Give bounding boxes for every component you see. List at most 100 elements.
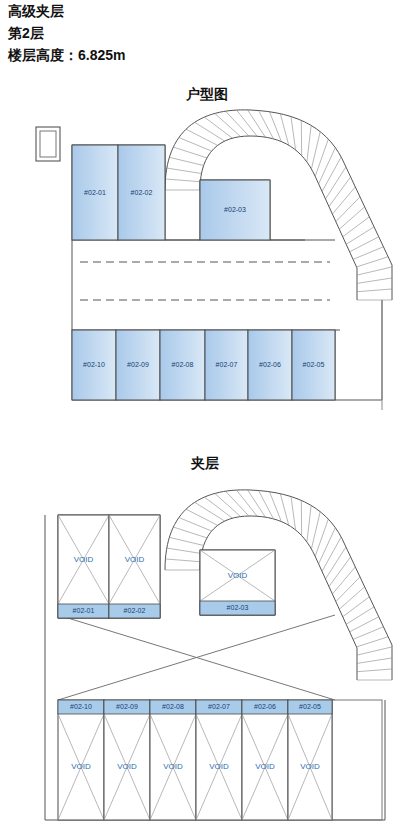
ramp-hatch <box>301 500 302 535</box>
ramp-hatch <box>332 567 355 594</box>
void-unit: VOID#02-05 <box>288 700 332 820</box>
ramp-hatch <box>311 512 320 549</box>
upper-plan <box>36 127 382 410</box>
void-unit: VOID#02-07 <box>196 700 242 820</box>
ramp-hatch <box>215 493 241 516</box>
ramp-hatch <box>326 167 346 199</box>
ramp-hatch <box>357 637 389 647</box>
ramp-hatch <box>204 117 232 138</box>
void-diagonal <box>58 615 335 700</box>
building-outline <box>72 145 382 400</box>
ramp-hatch <box>259 491 274 519</box>
ramp-edge <box>200 136 357 300</box>
unit-number: #02-03 <box>224 203 246 217</box>
info-line: 楼层高度：6.825m <box>8 47 125 65</box>
void-label: VOID <box>125 553 145 567</box>
unit-fill <box>116 330 160 400</box>
info-line: 第2层 <box>8 25 44 43</box>
ramp-hatch <box>350 617 379 632</box>
unit-fill <box>292 330 335 400</box>
unit-fill <box>200 180 270 240</box>
unit-number: #02-02 <box>131 186 153 200</box>
void-cross <box>109 515 160 604</box>
void-unit: VOID#02-06 <box>242 700 288 820</box>
ramp-hatch <box>195 502 225 521</box>
ramp-hatch <box>357 680 392 681</box>
unit-strip <box>109 604 160 618</box>
void-cross <box>196 714 242 820</box>
unit-number: #02-08 <box>162 700 184 714</box>
unit-number: #02-10 <box>83 358 105 372</box>
ramp-hatch <box>270 112 282 142</box>
unit-strip <box>58 604 109 618</box>
ramp-hatch <box>357 658 392 663</box>
unit-fill <box>72 145 118 240</box>
ramp-hatch <box>173 527 207 538</box>
building-outline <box>45 515 385 820</box>
unit-fill <box>205 330 248 400</box>
plan-heading: 户型图 <box>186 86 228 104</box>
unit-strip <box>242 700 288 714</box>
ramp-hatch <box>186 129 218 145</box>
corridor-dash <box>80 300 330 301</box>
void-cross <box>288 714 332 820</box>
void-label: VOID <box>300 760 320 774</box>
void-label: VOID <box>209 760 229 774</box>
void-unit: VOID#02-09 <box>104 700 150 820</box>
void-label: VOID <box>228 569 248 583</box>
ramp-hatch <box>307 505 311 542</box>
unit-fill <box>160 330 205 400</box>
ramp <box>165 110 392 300</box>
small-structure <box>40 131 56 157</box>
ramp-hatch <box>329 177 351 207</box>
void-outline <box>196 700 242 820</box>
void-label: VOID <box>71 760 91 774</box>
ramp-hatch <box>165 190 200 191</box>
ramp-hatch <box>270 492 282 522</box>
unit-box: #02-01 <box>72 145 118 240</box>
ramp-hatch <box>336 197 360 222</box>
void-label: VOID <box>74 553 94 567</box>
unit-strip <box>150 700 196 714</box>
building-outline <box>165 180 305 240</box>
ramp-hatch <box>332 187 355 214</box>
ramp-hatch <box>322 537 341 571</box>
void-outline <box>58 515 109 618</box>
void-cross <box>288 714 332 820</box>
ramp-hatch <box>353 247 383 260</box>
unit-box: #02-08 <box>160 330 205 400</box>
unit-art <box>58 145 335 820</box>
ramp-hatch <box>167 168 202 173</box>
unit-box: #02-07 <box>205 330 248 400</box>
small-structure <box>36 127 60 161</box>
unit-strip <box>58 700 104 714</box>
ramp-hatch <box>259 111 274 139</box>
lower-plan <box>45 515 385 820</box>
ramp-hatch <box>329 557 351 587</box>
ramp-hatch <box>165 559 200 562</box>
void-diagonal <box>58 615 335 700</box>
unit-box: #02-03 <box>200 180 270 240</box>
ramp-hatch <box>315 139 328 176</box>
void-cross <box>196 714 242 820</box>
void-outline <box>288 700 332 820</box>
ramp-hatch <box>291 497 296 530</box>
ramp-hatch <box>291 117 296 150</box>
ramp-hatch <box>357 278 392 283</box>
ramp <box>165 490 392 680</box>
ramp-hatch <box>204 497 232 518</box>
unit-number: #02-02 <box>124 604 146 618</box>
ramp-hatch <box>339 587 364 609</box>
ramp-hatch <box>280 494 288 526</box>
ramp-hatch <box>343 597 370 617</box>
ramp-hatch <box>322 157 341 191</box>
ramp-hatch <box>357 289 392 292</box>
ramp-hatch <box>226 491 249 516</box>
void-unit: VOID#02-10 <box>58 700 104 820</box>
void-cross <box>58 714 104 820</box>
void-cross <box>242 714 288 820</box>
void-cross <box>58 714 104 820</box>
void-outline <box>109 515 160 618</box>
